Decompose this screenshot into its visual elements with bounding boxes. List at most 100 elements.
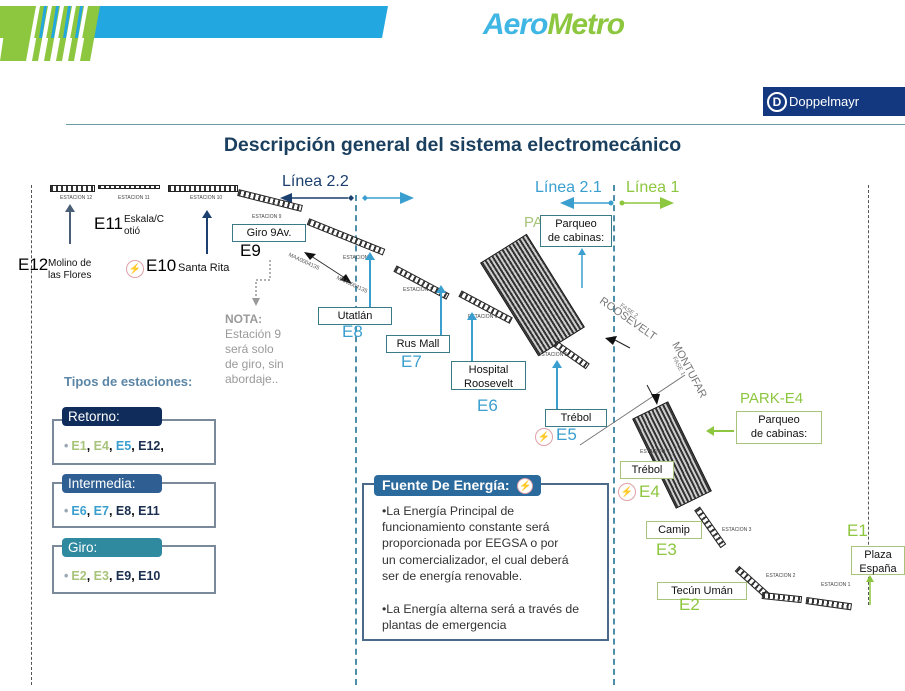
e10-code: E10	[146, 256, 177, 275]
energy-source-header: Fuente De Energía: ⚡	[374, 475, 542, 497]
group-giro-header: Giro:	[62, 538, 162, 557]
giro-item: E3	[93, 569, 109, 583]
doppelmayr-logo: D Doppelmayr	[763, 87, 905, 116]
group-intermedia: Intermedia: •E6, E7, E8, E11	[52, 474, 216, 528]
park-e4-box-line1: Parqueo	[758, 414, 800, 426]
park-e5-drawing	[480, 233, 585, 357]
intermedia-item: E6	[71, 504, 87, 518]
bullet-icon: •	[64, 504, 69, 518]
left-border-line	[31, 185, 32, 685]
energy-line: funcionamiento constante será	[382, 520, 550, 535]
park-e4-box-line2: de cabinas:	[750, 428, 808, 441]
estacion-4-label: ESTACION 4	[640, 449, 670, 455]
page-title: Descripción general del sistema electrom…	[223, 134, 682, 156]
e6-arrow-icon	[467, 312, 477, 362]
linea-2-2-label: Línea 2.2	[282, 173, 349, 190]
energy-line: •La Energía alterna será a través de	[382, 602, 580, 616]
retorno-item: E4	[93, 439, 109, 453]
e6-code: E6	[477, 396, 498, 415]
intermedia-item: E7	[93, 504, 109, 518]
e10-energy-icon: ⚡	[126, 260, 144, 278]
doppelmayr-mark-icon: D	[767, 91, 787, 112]
intermedia-item: E11	[138, 504, 160, 518]
park-e5-box: Parqueo de cabinas:	[540, 215, 612, 247]
e4-code: E4	[639, 482, 660, 501]
e11-name: Eskala/C otió	[124, 214, 164, 237]
e11-name-line2: otió	[124, 225, 141, 237]
e4-name-box: Trébol	[620, 461, 674, 480]
energy-source-title: Fuente De Energía:	[382, 477, 510, 493]
estacion-2-label: ESTACION 2	[766, 573, 796, 579]
e4-energy-icon: ⚡	[618, 483, 636, 501]
e3-name-box: Camip	[646, 521, 702, 540]
e5-arrow-icon	[552, 360, 562, 410]
park-e5-arrow-icon	[578, 248, 586, 288]
e6-name-line2: Roosevelt	[464, 378, 513, 391]
energy-line: •La Energía Principal de	[382, 504, 515, 518]
energy-line: un comercializador, el cual deberá	[382, 552, 569, 567]
nota-line: Estación 9	[225, 327, 282, 341]
e6-name-box: Hospital Roosevelt	[451, 361, 526, 390]
estacion-8-label: ESTACION 8	[343, 255, 373, 261]
nota-line: será solo	[225, 342, 274, 356]
station-drawing-e12	[50, 185, 95, 192]
cable-direction-arrows	[304, 252, 352, 284]
e6-name-line1: Hospital	[468, 364, 509, 376]
estacion-9-label: ESTACION 9	[252, 214, 282, 220]
group-retorno-header: Retorno:	[62, 407, 162, 426]
e1-name-line1: Plaza	[864, 549, 892, 561]
e12-name: Molino de las Flores	[48, 258, 91, 281]
estacion-7-label: ESTACION 7	[403, 287, 433, 293]
logo-aero-text: Aero	[483, 8, 548, 41]
e1-name-box: Plaza España	[851, 546, 905, 575]
e1-name-line2: España	[859, 563, 897, 576]
header-divider	[66, 124, 905, 125]
intermedia-item: E8	[115, 504, 132, 518]
energy-line: plantas de emergencia	[382, 618, 507, 633]
linea-2-2-arrows	[280, 192, 414, 204]
park-e5-box-line2: de cabinas:	[547, 232, 605, 245]
e12-code: E12	[18, 255, 49, 274]
group-intermedia-items: •E6, E7, E8, E11	[64, 504, 160, 518]
group-giro: Giro: •E2, E3, E9, E10	[52, 538, 216, 594]
e10-arrow-icon	[202, 210, 212, 254]
e2-code: E2	[679, 595, 700, 614]
park-e4-label: PARK-E4	[740, 390, 804, 407]
linea-2-1-1-arrows	[560, 197, 674, 209]
nota-pointer-icon	[252, 260, 271, 306]
station-drawing-e2b	[761, 592, 803, 604]
e2-name-box: Tecún Umán	[657, 582, 747, 601]
group-giro-items: •E2, E3, E9, E10	[64, 569, 161, 583]
energy-bullet-2: •La Energía alterna será a través de pla…	[382, 601, 579, 633]
e7-arrow-icon	[436, 285, 446, 335]
e5-energy-icon: ⚡	[535, 428, 553, 446]
cable-e12-e11	[98, 185, 160, 189]
giro-item: E10	[138, 569, 161, 583]
right-border-line	[868, 185, 869, 605]
energy-source-box: •La Energía Principal de funcionamiento …	[362, 483, 609, 641]
estacion-5-label: ESTACION 5	[538, 352, 568, 358]
e12-name-line1: Molino de	[48, 258, 92, 269]
e3-code: E3	[656, 540, 677, 559]
energy-bullet-1: •La Energía Principal de funcionamiento …	[382, 503, 569, 584]
e5-name-box: Trébol	[545, 409, 607, 428]
doppelmayr-text: Doppelmayr	[789, 94, 860, 109]
nota-line: abordaje..	[225, 372, 279, 386]
estacion-12-label: ESTACION 12	[60, 195, 93, 201]
linea-2-1-label: Línea 2.1	[535, 179, 602, 196]
estacion-11-label: ESTACION 11	[118, 195, 150, 201]
energy-icon: ⚡	[517, 478, 534, 495]
nota-line: de giro, sin	[225, 357, 284, 371]
nota-title: NOTA:	[225, 312, 263, 326]
nota-text: NOTA: Estación 9 será solo de giro, sin …	[225, 312, 284, 387]
e7-code: E7	[401, 352, 422, 371]
retorno-item: E12	[138, 439, 161, 453]
giro-item: E9	[115, 569, 132, 583]
giro-item: E2	[71, 569, 87, 583]
retorno-item: E1	[71, 439, 87, 453]
aerometro-logo: AeroMetro	[483, 8, 625, 42]
e8-code: E8	[342, 322, 363, 341]
linea-1-label: Línea 1	[626, 179, 680, 196]
e11-name-line1: Eskala/C	[124, 214, 165, 225]
group-retorno: Retorno: •E1, E4, E5, E12,	[52, 407, 216, 465]
